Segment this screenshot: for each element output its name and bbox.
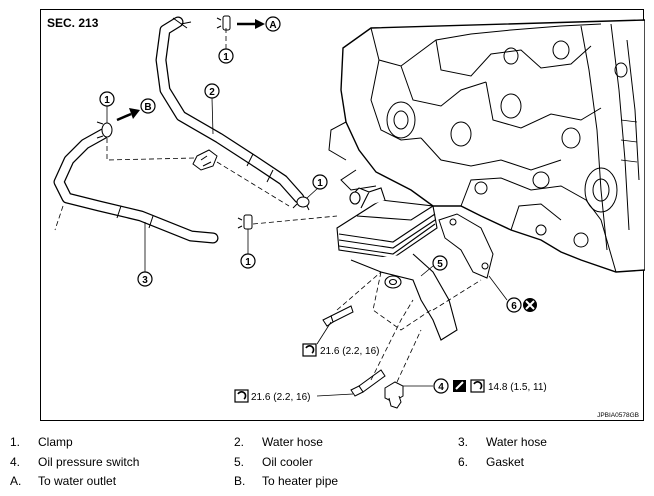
svg-text:6: 6 bbox=[511, 301, 517, 312]
legend-label: Oil pressure switch bbox=[38, 455, 140, 469]
callout-1-right: 1 bbox=[306, 174, 328, 199]
exploded-view-diagram: SEC. 213 bbox=[47, 15, 645, 419]
svg-text:1: 1 bbox=[245, 257, 251, 268]
water-hose-upper bbox=[155, 16, 305, 204]
oil-pressure-switch-part bbox=[384, 381, 404, 409]
legend-number: 4. bbox=[10, 455, 21, 469]
legend-number: 2. bbox=[234, 435, 245, 449]
svg-text:21.6 (2.2, 16): 21.6 (2.2, 16) bbox=[251, 392, 310, 403]
svg-text:21.6 (2.2, 16): 21.6 (2.2, 16) bbox=[320, 346, 379, 357]
legend-label: Oil cooler bbox=[262, 455, 313, 469]
legend-label: Water hose bbox=[262, 435, 323, 449]
svg-text:3: 3 bbox=[142, 275, 148, 286]
clamp-middle bbox=[192, 149, 218, 171]
svg-text:14.8 (1.5, 11): 14.8 (1.5, 11) bbox=[488, 382, 547, 393]
legend-number: A. bbox=[10, 474, 22, 488]
arrow-to-a bbox=[237, 19, 265, 29]
bolt-lower bbox=[350, 369, 386, 397]
callout-1-lower: 1 bbox=[240, 229, 256, 269]
svg-text:1: 1 bbox=[223, 52, 229, 63]
legend-number: 1. bbox=[10, 435, 21, 449]
callout-5: 5 bbox=[420, 255, 448, 277]
do-not-reuse-icon bbox=[523, 298, 537, 312]
callout-b: B bbox=[140, 98, 156, 114]
legend-number: B. bbox=[234, 474, 246, 488]
engine-block bbox=[328, 19, 645, 273]
water-hose-lower bbox=[53, 128, 219, 244]
legend-label: Water hose bbox=[486, 435, 547, 449]
torque-label-switch: 4 14.8 (1.5, 11) bbox=[403, 378, 547, 394]
legend-label: To water outlet bbox=[38, 474, 117, 488]
callout-6: 6 bbox=[488, 275, 522, 313]
torque-label-bolt-upper: 21.6 (2.2, 16) bbox=[302, 321, 379, 357]
figure-code: JPBIA0578GB bbox=[597, 412, 639, 419]
legend-number: 5. bbox=[234, 455, 245, 469]
torque-label-bolt-lower: 21.6 (2.2, 16) bbox=[234, 389, 354, 403]
clamp-right bbox=[292, 196, 310, 211]
clamp-lower bbox=[237, 214, 253, 230]
arrow-to-b bbox=[116, 108, 140, 122]
guide-lines bbox=[54, 28, 482, 383]
svg-text:1: 1 bbox=[104, 95, 110, 106]
svg-text:A: A bbox=[269, 20, 276, 31]
legend-number: 6. bbox=[458, 455, 469, 469]
callout-2: 2 bbox=[204, 83, 220, 135]
diagram-frame: SEC. 213 bbox=[40, 9, 645, 421]
legend-number: 3. bbox=[458, 435, 469, 449]
clamp-top bbox=[216, 15, 231, 31]
legend-label: To heater pipe bbox=[262, 474, 339, 488]
legend-label: Clamp bbox=[38, 435, 73, 449]
svg-text:1: 1 bbox=[317, 178, 323, 189]
callout-3: 3 bbox=[137, 222, 153, 287]
callout-4: 4 bbox=[438, 382, 444, 393]
svg-text:2: 2 bbox=[209, 87, 215, 98]
callout-a: A bbox=[265, 16, 281, 32]
callout-1-top: 1 bbox=[218, 48, 234, 64]
oil-cooler bbox=[336, 187, 458, 341]
section-label: SEC. 213 bbox=[47, 16, 99, 30]
legend-label: Gasket bbox=[486, 455, 525, 469]
callout-1-left: 1 bbox=[99, 91, 115, 123]
svg-text:5: 5 bbox=[437, 259, 443, 270]
parts-legend: 1. Clamp 2. Water hose 3. Water hose 4. … bbox=[0, 430, 654, 496]
gasket bbox=[438, 213, 494, 279]
svg-text:B: B bbox=[144, 102, 151, 113]
